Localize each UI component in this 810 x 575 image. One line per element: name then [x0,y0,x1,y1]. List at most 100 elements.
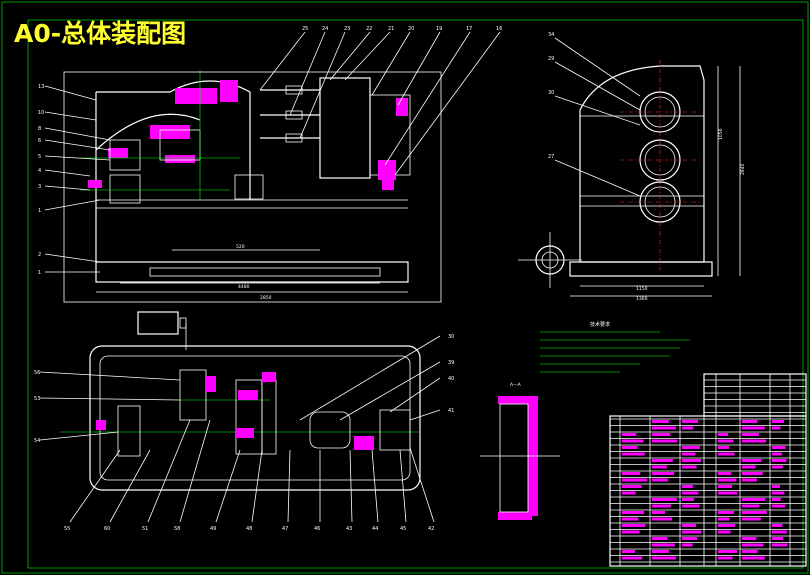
svg-text:46: 46 [314,526,320,532]
handwheel [518,232,582,288]
parts-list-entry-mark [772,530,787,534]
parts-list-entry-mark [622,433,637,436]
svg-text:21: 21 [388,26,394,32]
leader-lines-bottom [69,419,435,523]
parts-list-entry-mark [652,550,669,553]
svg-text:48: 48 [246,526,252,532]
svg-text:42: 42 [428,526,434,532]
parts-list-entry-mark [682,530,702,534]
parts-list-entry-mark [652,556,677,560]
base-rail [149,267,381,277]
parts-list-entry-mark [652,537,668,540]
svg-text:29: 29 [548,56,554,62]
parts-list-entry-mark [622,550,635,553]
parts-list-entry-mark [742,472,763,475]
svg-text:17: 17 [466,26,472,32]
parts-list-entry-mark [772,543,788,547]
top-view: 55 60 51 58 49 48 47 46 43 44 45 42 56 5… [34,311,454,532]
parts-list [609,373,807,567]
parts-list-entry-mark [622,524,646,527]
section-fill-12 [236,428,254,438]
svg-text:13: 13 [38,84,44,90]
section-fill-11 [238,390,258,400]
svg-text:55: 55 [64,526,70,532]
parts-list-entry-mark [742,556,765,560]
section-detail: A—A [480,382,560,520]
right-housing [319,77,371,179]
section-fill-7 [396,98,408,116]
svg-text:2: 2 [38,252,41,258]
parts-list-entry-mark [772,504,786,508]
svg-text:53: 53 [34,396,40,402]
parts-list-entry-mark [622,491,636,495]
svg-text:39: 39 [448,360,454,366]
parts-list-entry-mark [772,485,780,488]
parts-list-entry-mark [742,420,758,423]
parts-list-entry-mark [652,517,673,521]
parts-list-entry-mark [772,459,787,462]
svg-text:20: 20 [408,26,414,32]
parts-list-entry-mark [622,472,641,475]
parts-list-entry-mark [742,537,757,540]
parts-list-entry-mark [652,426,677,430]
parts-list-entry-mark [718,530,731,534]
section-fill-3 [150,125,190,139]
parts-list-entry-mark [718,446,729,449]
parts-list-entry-mark [742,439,767,443]
parts-list-entry-mark [652,498,677,501]
svg-text:3: 3 [38,184,41,190]
svg-text:19: 19 [436,26,442,32]
section-fill-5 [165,155,195,163]
base-plate [95,261,409,283]
parts-list-entry-mark [682,498,694,501]
parts-list-entry-mark [718,524,735,527]
svg-text:4480: 4480 [238,284,250,290]
parts-list-entry-mark [772,491,785,495]
top-view-frame [89,345,421,491]
front-view-frame [63,71,442,303]
parts-list-entry-mark [718,478,737,482]
section-fill-10 [206,376,216,392]
parts-list-entry-mark [652,465,667,469]
parts-list-entry-mark [742,504,760,508]
svg-text:2840: 2840 [740,163,746,175]
parts-list-entry-mark [682,459,701,462]
parts-list-entry-mark [682,524,696,527]
parts-list-entry-mark [652,459,673,462]
svg-text:25: 25 [302,26,308,32]
parts-list-entry-mark [652,433,671,436]
parts-list-entry-mark [652,420,669,423]
side-view: 1150 1360 1056 2840 34 29 30 27 [518,32,746,302]
parts-list-entry-mark [652,511,665,514]
drawing-title: A0-总体装配图 [14,19,186,48]
svg-text:16: 16 [496,26,502,32]
svg-text:40: 40 [448,376,454,382]
parts-list-entry-mark [772,452,782,456]
parts-list-entry-mark [772,420,784,423]
parts-list-entry-mark [622,439,644,443]
svg-text:24: 24 [322,26,328,32]
svg-text:1: 1 [38,270,41,276]
side-housing-outline [579,65,705,263]
parts-list-entry-mark [718,511,734,514]
parts-list-entry-mark [652,504,671,508]
parts-list-entry-mark [742,543,764,547]
parts-list-entry-mark [622,511,645,514]
parts-list-entry-mark [682,537,697,540]
parts-list-entry-mark [622,517,639,521]
parts-list-entry-mark [718,550,737,553]
svg-text:520: 520 [236,244,245,250]
svg-text:6: 6 [38,138,41,144]
section-fill-1 [175,88,217,104]
parts-list-entry-mark [772,465,783,469]
parts-list-entry-mark [622,452,645,456]
leader-lines-side [554,37,641,197]
svg-text:51: 51 [142,526,148,532]
parts-list-entry-mark [652,439,678,443]
svg-text:44: 44 [372,526,378,532]
leader-lines-left [44,85,111,273]
svg-text:47: 47 [282,526,288,532]
svg-text:10: 10 [38,110,44,116]
parts-list-entry-mark [718,485,732,488]
